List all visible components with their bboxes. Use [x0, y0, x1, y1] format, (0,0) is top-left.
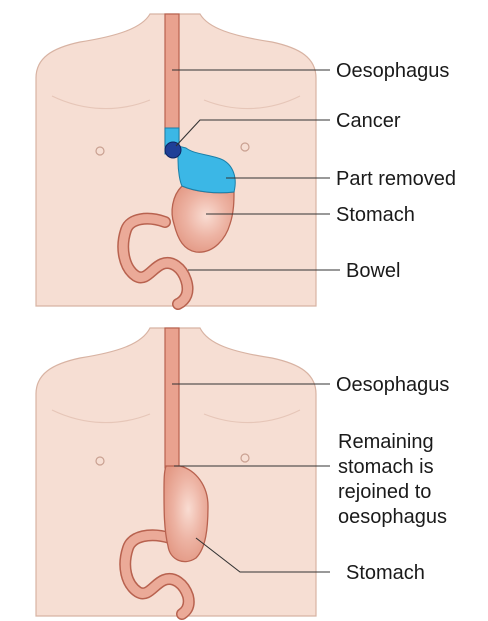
label-rejoined-line-1: Remaining: [338, 431, 434, 453]
top-cancer-tumour: [165, 142, 181, 158]
label-stomach-bottom: Stomach: [346, 562, 425, 584]
label-oesophagus-bottom: Oesophagus: [336, 374, 449, 396]
top-oesophagus: [165, 14, 179, 146]
bottom-oesophagus: [165, 328, 179, 468]
label-cancer: Cancer: [336, 110, 401, 132]
label-rejoined-line-2: stomach is: [338, 456, 434, 478]
label-stomach-top: Stomach: [336, 204, 415, 226]
label-bowel: Bowel: [346, 260, 400, 282]
label-oesophagus-top: Oesophagus: [336, 60, 449, 82]
label-rejoined-line-4: oesophagus: [338, 506, 447, 528]
top-panel: Oesophagus Cancer Part removed Stomach B…: [36, 14, 456, 306]
bottom-panel: Oesophagus Remaining stomach is rejoined…: [36, 328, 449, 616]
label-part-removed: Part removed: [336, 168, 456, 190]
label-rejoined-line-3: rejoined to: [338, 481, 431, 503]
